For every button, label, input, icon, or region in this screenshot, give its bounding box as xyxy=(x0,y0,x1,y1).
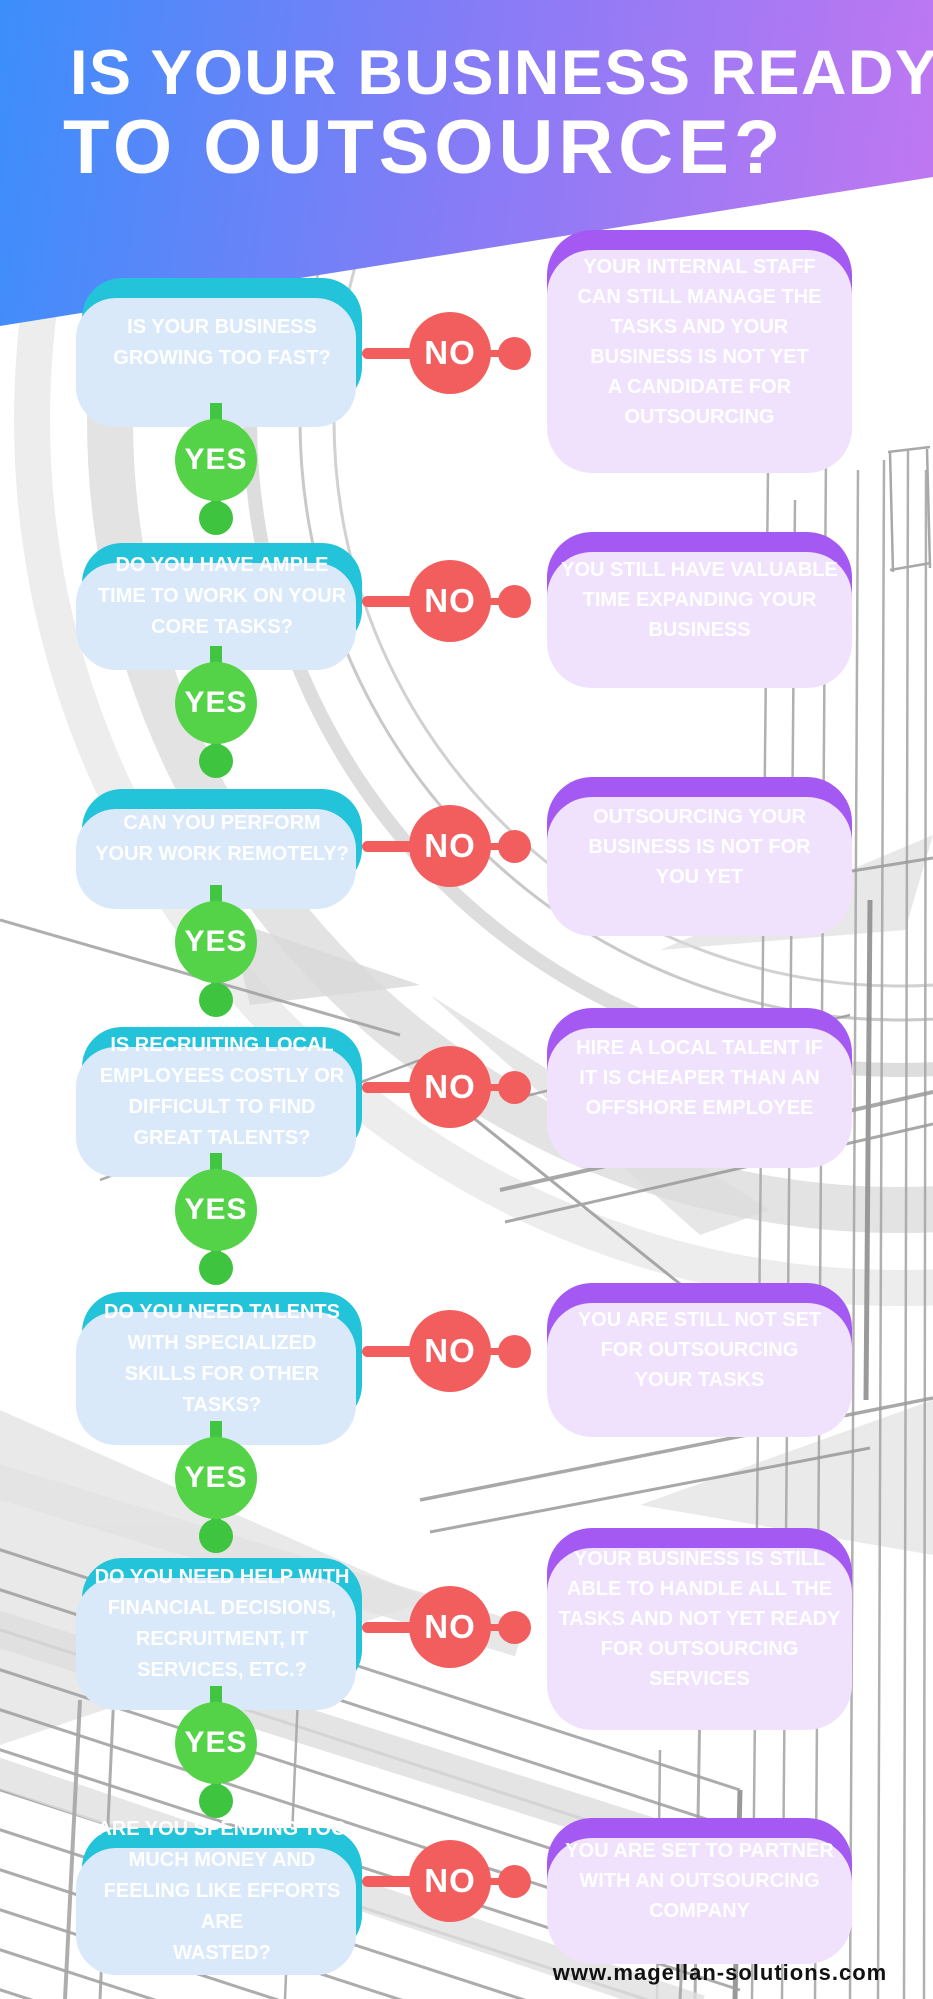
yes-label: YES xyxy=(184,925,248,958)
no-connector-group-3: NO xyxy=(362,805,537,888)
yes-connector-dot xyxy=(199,501,233,535)
no-connector-dot xyxy=(498,337,531,370)
no-label: NO xyxy=(424,334,476,371)
yes-connector-group-2: YES xyxy=(174,646,258,780)
yes-connector-dot xyxy=(199,1251,233,1285)
yes-connector-group-5: YES xyxy=(174,1421,258,1555)
yes-circle: YES xyxy=(175,662,257,744)
no-connector-line xyxy=(362,596,424,607)
question-box-4: IS RECRUITING LOCAL EMPLOYEES COSTLY OR … xyxy=(82,1027,362,1157)
answer-text-7: YOU ARE SET TO PARTNER WITH AN OUTSOURCI… xyxy=(565,1840,834,1922)
page-title-line2: TO OUTSOURCE? xyxy=(63,105,786,190)
yes-circle: YES xyxy=(175,1702,257,1784)
question-text-4: IS RECRUITING LOCAL EMPLOYEES COSTLY OR … xyxy=(99,1034,345,1149)
yes-circle: YES xyxy=(175,1437,257,1519)
no-connector-group-6: NO xyxy=(362,1586,537,1669)
no-connector-dot xyxy=(498,830,531,863)
no-label: NO xyxy=(424,1608,476,1645)
no-label: NO xyxy=(424,1862,476,1899)
no-label: NO xyxy=(424,582,476,619)
yes-label: YES xyxy=(184,686,248,719)
question-box-2: DO YOU HAVE AMPLE TIME TO WORK ON YOUR C… xyxy=(82,543,362,650)
no-connector-group-1: NO xyxy=(362,312,537,395)
question-text-5: DO YOU NEED TALENTS WITH SPECIALIZED SKI… xyxy=(104,1300,340,1416)
no-circle: NO xyxy=(409,560,491,642)
yes-circle: YES xyxy=(175,901,257,983)
no-label: NO xyxy=(424,827,476,864)
no-connector-group-4: NO xyxy=(362,1046,537,1129)
question-box-6: DO YOU NEED HELP WITH FINANCIAL DECISION… xyxy=(82,1558,362,1690)
yes-connector-group-1: YES xyxy=(174,403,258,537)
question-box-3: CAN YOU PERFORM YOUR WORK REMOTELY? xyxy=(82,789,362,889)
yes-label: YES xyxy=(184,1726,248,1759)
answer-box-3: OUTSOURCING YOUR BUSINESS IS NOT FOR YOU… xyxy=(547,777,852,916)
no-circle: NO xyxy=(409,312,491,394)
no-connector-line xyxy=(362,841,424,852)
question-box-1: IS YOUR BUSINESS GROWING TOO FAST? xyxy=(82,278,362,407)
yes-circle: YES xyxy=(175,1169,257,1251)
no-connector-line xyxy=(362,348,424,359)
page-title-line1: IS YOUR BUSINESS READY xyxy=(70,38,933,108)
no-connector-line xyxy=(362,1876,424,1887)
no-connector-dot xyxy=(498,1865,531,1898)
no-connector-line xyxy=(362,1622,424,1633)
no-connector-dot xyxy=(498,1071,531,1104)
no-circle: NO xyxy=(409,1840,491,1922)
yes-label: YES xyxy=(184,1461,248,1494)
answer-box-1: YOUR INTERNAL STAFF CAN STILL MANAGE THE… xyxy=(547,230,852,453)
no-circle: NO xyxy=(409,1310,491,1392)
answer-text-1: YOUR INTERNAL STAFF CAN STILL MANAGE THE… xyxy=(577,255,822,428)
no-connector-group-5: NO xyxy=(362,1310,537,1393)
no-connector-dot xyxy=(498,1611,531,1644)
answer-text-6: YOUR BUSINESS IS STILL ABLE TO HANDLE AL… xyxy=(558,1548,841,1690)
yes-label: YES xyxy=(184,443,248,476)
yes-connector-dot xyxy=(199,983,233,1017)
no-connector-group-7: NO xyxy=(362,1840,537,1923)
no-label: NO xyxy=(424,1332,476,1369)
answer-box-4: HIRE A LOCAL TALENT IF IT IS CHEAPER THA… xyxy=(547,1008,852,1148)
yes-connector-group-3: YES xyxy=(174,885,258,1019)
question-text-3: CAN YOU PERFORM YOUR WORK REMOTELY? xyxy=(95,812,349,865)
answer-text-5: YOU ARE STILL NOT SET FOR OUTSOURCING YO… xyxy=(577,1309,822,1391)
yes-connector-dot xyxy=(199,1784,233,1818)
yes-connector-dot xyxy=(199,744,233,778)
question-text-7: ARE YOU SPENDING TOO MUCH MONEY AND FEEL… xyxy=(97,1818,347,1964)
no-connector-line xyxy=(362,1346,424,1357)
yes-connector-group-4: YES xyxy=(174,1153,258,1287)
answer-text-4: HIRE A LOCAL TALENT IF IT IS CHEAPER THA… xyxy=(576,1037,823,1119)
answer-text-2: YOU STILL HAVE VALUABLE TIME EXPANDING Y… xyxy=(561,559,838,641)
no-connector-dot xyxy=(498,585,531,618)
no-circle: NO xyxy=(409,1586,491,1668)
yes-connector-dot xyxy=(199,1519,233,1553)
yes-label: YES xyxy=(184,1193,248,1226)
website-url: www.magellan-solutions.com xyxy=(552,1960,888,1985)
no-connector-group-2: NO xyxy=(362,560,537,643)
no-circle: NO xyxy=(409,1046,491,1128)
question-text-6: DO YOU NEED HELP WITH FINANCIAL DECISION… xyxy=(94,1566,350,1681)
question-box-5: DO YOU NEED TALENTS WITH SPECIALIZED SKI… xyxy=(82,1292,362,1425)
answer-box-6: YOUR BUSINESS IS STILL ABLE TO HANDLE AL… xyxy=(547,1528,852,1710)
no-connector-line xyxy=(362,1082,424,1093)
no-circle: NO xyxy=(409,805,491,887)
yes-circle: YES xyxy=(175,419,257,501)
answer-box-2: YOU STILL HAVE VALUABLE TIME EXPANDING Y… xyxy=(547,532,852,668)
no-connector-dot xyxy=(498,1335,531,1368)
yes-connector-group-6: YES xyxy=(174,1686,258,1820)
no-label: NO xyxy=(424,1068,476,1105)
question-box-7: ARE YOU SPENDING TOO MUCH MONEY AND FEEL… xyxy=(82,1818,362,1964)
question-text-2: DO YOU HAVE AMPLE TIME TO WORK ON YOUR C… xyxy=(97,554,347,638)
answer-text-3: OUTSOURCING YOUR BUSINESS IS NOT FOR YOU… xyxy=(588,805,811,888)
question-text-1: IS YOUR BUSINESS GROWING TOO FAST? xyxy=(113,315,331,369)
answer-box-5: YOU ARE STILL NOT SET FOR OUTSOURCING YO… xyxy=(547,1283,852,1417)
answer-box-7: YOU ARE SET TO PARTNER WITH AN OUTSOURCI… xyxy=(547,1818,852,1944)
